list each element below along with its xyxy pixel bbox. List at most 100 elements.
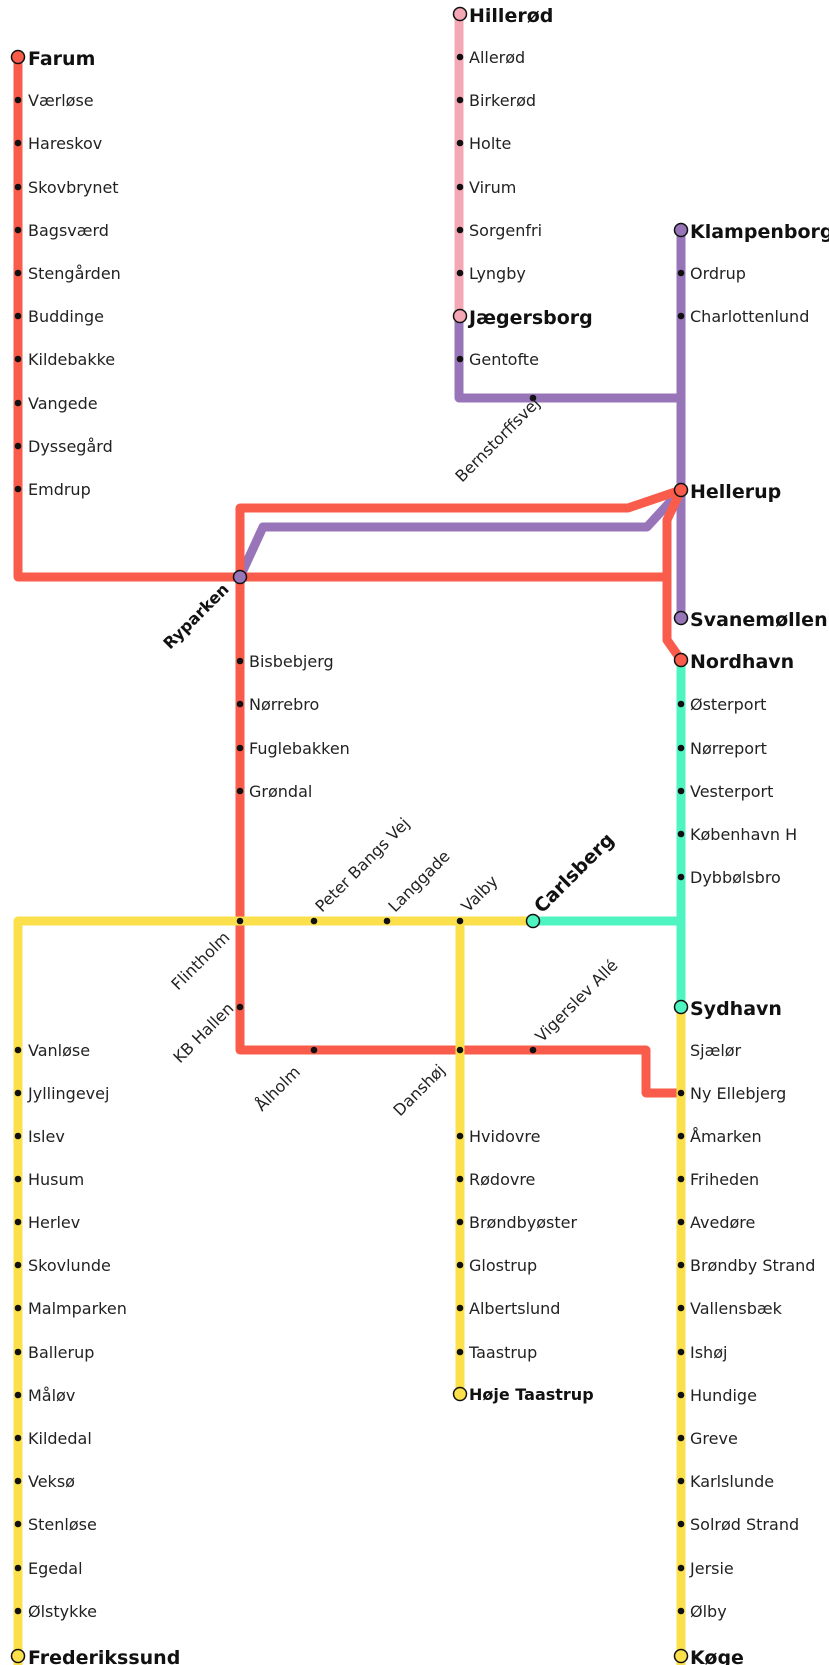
buddinge-dot-icon[interactable]	[14, 312, 22, 320]
station-label-sydhavn[interactable]: Sydhavn	[690, 998, 782, 1020]
station-label-carlsberg[interactable]: Carlsberg	[530, 829, 619, 918]
flintholm-dot-icon[interactable]	[236, 917, 244, 925]
svanemollen-terminal-icon[interactable]	[673, 610, 689, 626]
station-label-albertslund[interactable]: Albertslund	[469, 1299, 560, 1318]
bisbebjerg-dot-icon[interactable]	[236, 657, 244, 665]
station-label-emdrup[interactable]: Emdrup	[28, 480, 91, 499]
stenlose-dot-icon[interactable]	[14, 1520, 22, 1528]
hareskov-dot-icon[interactable]	[14, 139, 22, 147]
station-label-vanlose[interactable]: Vanløse	[28, 1041, 90, 1060]
hvidovre-dot-icon[interactable]	[456, 1132, 464, 1140]
bagsvaerd-dot-icon[interactable]	[14, 226, 22, 234]
sydhavn-terminal-icon[interactable]	[673, 999, 689, 1015]
station-label-birkerod[interactable]: Birkerød	[469, 91, 536, 110]
station-label-lyngby[interactable]: Lyngby	[469, 264, 526, 283]
skovlunde-dot-icon[interactable]	[14, 1261, 22, 1269]
station-label-jaegersborg[interactable]: Jægersborg	[467, 307, 593, 329]
station-label-norreport[interactable]: Nørreport	[690, 739, 767, 758]
station-label-grondal[interactable]: Grøndal	[249, 782, 312, 801]
vesterport-dot-icon[interactable]	[677, 787, 685, 795]
frederikssund-terminal-icon[interactable]	[10, 1648, 26, 1664]
islev-dot-icon[interactable]	[14, 1132, 22, 1140]
station-label-gentofte[interactable]: Gentofte	[469, 350, 539, 369]
farum-terminal-icon[interactable]	[10, 49, 26, 65]
station-label-kobenhavn-h[interactable]: København H	[690, 825, 797, 844]
station-label-malov[interactable]: Måløv	[28, 1386, 75, 1405]
rodovre-dot-icon[interactable]	[456, 1175, 464, 1183]
station-label-egedal[interactable]: Egedal	[28, 1559, 83, 1578]
station-label-vesterport[interactable]: Vesterport	[690, 782, 773, 801]
vanlose-dot-icon[interactable]	[14, 1046, 22, 1054]
kb-hallen-dot-icon[interactable]	[236, 1003, 244, 1011]
grondal-dot-icon[interactable]	[236, 787, 244, 795]
station-label-amarken[interactable]: Åmarken	[690, 1127, 762, 1146]
dybbolsbro-dot-icon[interactable]	[677, 873, 685, 881]
taastrup-dot-icon[interactable]	[456, 1348, 464, 1356]
osterport-dot-icon[interactable]	[677, 700, 685, 708]
albertslund-dot-icon[interactable]	[456, 1304, 464, 1312]
emdrup-dot-icon[interactable]	[14, 485, 22, 493]
station-label-alholm[interactable]: Ålholm	[251, 1062, 304, 1115]
fuglebakken-dot-icon[interactable]	[236, 744, 244, 752]
ryparken-terminal-icon[interactable]	[232, 569, 248, 585]
station-label-dyssegard[interactable]: Dyssegård	[28, 437, 113, 456]
karlslunde-dot-icon[interactable]	[677, 1477, 685, 1485]
jaegersborg-terminal-icon[interactable]	[452, 308, 468, 324]
station-label-jersie[interactable]: Jersie	[689, 1559, 734, 1578]
solrod-strand-dot-icon[interactable]	[677, 1520, 685, 1528]
station-label-stenlose[interactable]: Stenløse	[28, 1515, 97, 1534]
station-label-svanemollen[interactable]: Svanemøllen	[690, 609, 828, 631]
station-label-brondbyoster[interactable]: Brøndbyøster	[469, 1213, 578, 1232]
station-label-husum[interactable]: Husum	[28, 1170, 84, 1189]
skovbrynet-dot-icon[interactable]	[14, 183, 22, 191]
egedal-dot-icon[interactable]	[14, 1564, 22, 1572]
station-label-hareskov[interactable]: Hareskov	[28, 134, 102, 153]
veksoe-dot-icon[interactable]	[14, 1477, 22, 1485]
station-label-jyllingevej[interactable]: Jyllingevej	[27, 1084, 109, 1103]
ny-ellebjerg-dot-icon[interactable]	[677, 1089, 685, 1097]
station-label-koge[interactable]: Køge	[690, 1647, 744, 1665]
station-label-bagsvaerd[interactable]: Bagsværd	[28, 221, 109, 240]
greve-dot-icon[interactable]	[677, 1434, 685, 1442]
station-label-solrod-strand[interactable]: Solrød Strand	[690, 1515, 799, 1534]
station-label-norrebro[interactable]: Nørrebro	[249, 695, 319, 714]
brondbyoster-dot-icon[interactable]	[456, 1218, 464, 1226]
bernstorffsvej-dot-icon[interactable]	[529, 394, 537, 402]
station-label-veksoe[interactable]: Veksø	[28, 1472, 75, 1491]
station-label-charlottenlund[interactable]: Charlottenlund	[690, 307, 809, 326]
station-label-hvidovre[interactable]: Hvidovre	[469, 1127, 540, 1146]
malmparken-dot-icon[interactable]	[14, 1304, 22, 1312]
malov-dot-icon[interactable]	[14, 1391, 22, 1399]
station-label-hoje-taastrup[interactable]: Høje Taastrup	[469, 1385, 594, 1404]
jersie-dot-icon[interactable]	[677, 1564, 685, 1572]
friheden-dot-icon[interactable]	[677, 1175, 685, 1183]
holte-dot-icon[interactable]	[456, 139, 464, 147]
station-label-vangede[interactable]: Vangede	[28, 394, 98, 413]
stengarden-dot-icon[interactable]	[14, 269, 22, 277]
station-label-osterport[interactable]: Østerport	[690, 695, 766, 714]
station-label-ny-ellebjerg[interactable]: Ny Ellebjerg	[690, 1084, 786, 1103]
klampenborg-terminal-icon[interactable]	[673, 222, 689, 238]
langgade-dot-icon[interactable]	[383, 917, 391, 925]
station-label-bernstorffsvej[interactable]: Bernstorffsvej	[451, 394, 543, 486]
olby-dot-icon[interactable]	[677, 1607, 685, 1615]
station-label-valby[interactable]: Valby	[457, 872, 501, 916]
avedore-dot-icon[interactable]	[677, 1218, 685, 1226]
station-label-vallensbaek[interactable]: Vallensbæk	[690, 1299, 783, 1318]
station-label-frederikssund[interactable]: Frederikssund	[28, 1647, 180, 1665]
station-label-kb-hallen[interactable]: KB Hallen	[169, 999, 237, 1067]
olstykke-dot-icon[interactable]	[14, 1607, 22, 1615]
kobenhavn-h-dot-icon[interactable]	[677, 830, 685, 838]
station-label-flintholm[interactable]: Flintholm	[167, 928, 233, 994]
brondby-strand-dot-icon[interactable]	[677, 1261, 685, 1269]
station-label-farum[interactable]: Farum	[28, 48, 95, 70]
station-label-ishoj[interactable]: Ishøj	[690, 1343, 727, 1362]
vangede-dot-icon[interactable]	[14, 399, 22, 407]
station-label-kildedal[interactable]: Kildedal	[28, 1429, 92, 1448]
station-label-hundige[interactable]: Hundige	[690, 1386, 757, 1405]
alholm-dot-icon[interactable]	[310, 1046, 318, 1054]
ballerup-dot-icon[interactable]	[14, 1348, 22, 1356]
allerod-dot-icon[interactable]	[456, 53, 464, 61]
koge-terminal-icon[interactable]	[673, 1648, 689, 1664]
station-label-brondby-strand[interactable]: Brøndby Strand	[690, 1256, 815, 1275]
